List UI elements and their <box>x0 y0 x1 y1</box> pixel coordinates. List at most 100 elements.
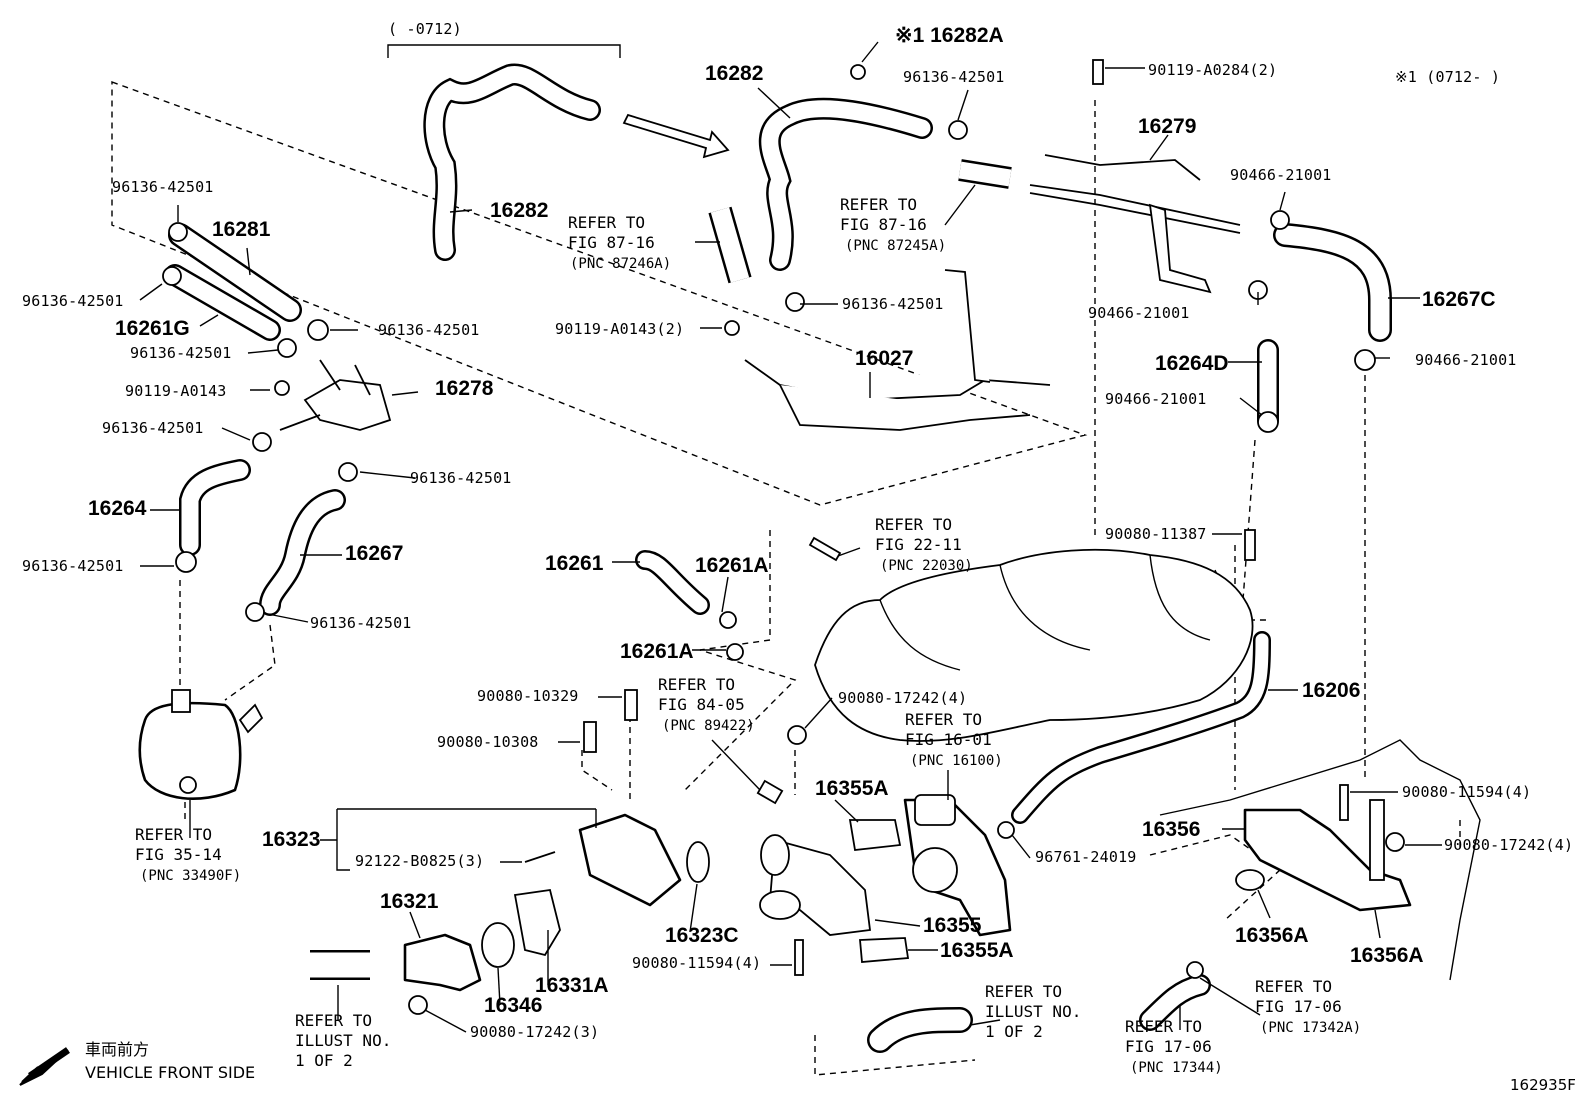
water-pump <box>903 794 1012 937</box>
ref-fig-17-06-b: REFER TO FIG 17-06 (PNC 17344) <box>1125 1017 1223 1076</box>
front-indicator: 車両前方 VEHICLE FRONT SIDE <box>19 1040 255 1086</box>
svg-text:FIG 17-06: FIG 17-06 <box>1255 997 1342 1016</box>
front-label-en: VEHICLE FRONT SIDE <box>85 1063 255 1082</box>
svg-text:FIG 84-05: FIG 84-05 <box>658 695 745 714</box>
front-label-jp: 車両前方 <box>85 1040 149 1059</box>
callout-16264D: 16264D <box>1155 352 1229 375</box>
callout-90466-21001-c: 90466-21001 <box>1105 390 1207 408</box>
callout-96136-42501-l4: 96136-42501 <box>130 344 232 362</box>
ref-fig-22-11: REFER TO FIG 22-11 (PNC 22030) <box>875 515 973 574</box>
svg-text:1 OF 2: 1 OF 2 <box>295 1051 353 1070</box>
callout-90080-10308: 90080-10308 <box>437 733 539 751</box>
hose-16281 <box>164 223 302 341</box>
svg-text:REFER TO: REFER TO <box>568 213 645 232</box>
callout-16279: 16279 <box>1138 115 1196 138</box>
callout-16355A-b: 16355A <box>940 939 1014 962</box>
svg-text:FIG 87-16: FIG 87-16 <box>568 233 655 252</box>
hose-fig87-stubs <box>708 159 1012 284</box>
callout-16261G: 16261G <box>115 317 190 340</box>
leader-lines <box>139 41 1442 1033</box>
callout-96136-42501-l6: 96136-42501 <box>410 469 512 487</box>
svg-text:(PNC 87245A): (PNC 87245A) <box>845 238 946 254</box>
intake-manifold <box>814 548 1254 742</box>
svg-text:REFER TO: REFER TO <box>875 515 952 534</box>
callout-96136-42501-l3: 96136-42501 <box>378 321 480 339</box>
pipe-16027 <box>744 269 1051 431</box>
callout-16356A-b: 16356A <box>1350 944 1424 967</box>
callout-90080-11387: 90080-11387 <box>1105 525 1207 543</box>
hose-16267 <box>259 489 346 616</box>
date-range-label: ( -0712) <box>388 20 462 38</box>
svg-text:FIG 17-06: FIG 17-06 <box>1125 1037 1212 1056</box>
engine-block-outline <box>1159 739 1481 981</box>
svg-text:(PNC 87246A): (PNC 87246A) <box>570 256 671 272</box>
callout-90080-17242-b: 90080-17242(3) <box>470 1023 599 1041</box>
callout-16281: 16281 <box>212 218 271 241</box>
callout-16323C: 16323C <box>665 924 739 947</box>
callout-96136-42501-top: 96136-42501 <box>903 68 1005 86</box>
callout-90466-21001-d: 90466-21001 <box>1415 351 1517 369</box>
callout-16264: 16264 <box>88 497 147 520</box>
diagram-id: 162935F <box>1510 1076 1576 1094</box>
callout-16356A-a: 16356A <box>1235 924 1309 947</box>
svg-text:(PNC 33490F): (PNC 33490F) <box>140 868 241 884</box>
hose-16282-new <box>758 97 933 271</box>
water-inlet-16321 <box>403 888 561 992</box>
reference-notes: REFER TO FIG 87-16 (PNC 87246A) REFER TO… <box>135 195 1361 1076</box>
hose-16264 <box>179 459 251 556</box>
callout-90119-A0143-a: 90119-A0143 <box>125 382 227 400</box>
callout-96136-42501-l5: 96136-42501 <box>102 419 204 437</box>
date-range-note: ※1 (0712- ) <box>1395 68 1500 86</box>
callout-16321: 16321 <box>380 890 439 913</box>
svg-text:REFER TO: REFER TO <box>1125 1017 1202 1036</box>
svg-text:FIG 22-11: FIG 22-11 <box>875 535 962 554</box>
part-labels: ※1 16282A 16282 16282 96136-42501 90119-… <box>22 24 1573 1041</box>
callout-16206: 16206 <box>1302 679 1360 702</box>
ref-fig-35-14: REFER TO FIG 35-14 (PNC 33490F) <box>135 825 241 884</box>
thermostat-housing <box>578 813 872 936</box>
callout-96136-42501-mid: 96136-42501 <box>842 295 944 313</box>
ref-fig-17-06-a: REFER TO FIG 17-06 (PNC 17342A) <box>1255 977 1361 1036</box>
pipe-16278 <box>279 359 392 431</box>
svg-text:(PNC 89422): (PNC 89422) <box>662 718 755 734</box>
callout-16261A-b: 16261A <box>620 640 694 663</box>
callout-16267: 16267 <box>345 542 403 565</box>
callout-16278: 16278 <box>435 377 494 400</box>
callout-96136-42501-l1: 96136-42501 <box>112 178 214 196</box>
callout-16267C: 16267C <box>1422 288 1496 311</box>
svg-text:REFER TO: REFER TO <box>295 1011 372 1030</box>
ref-illust-b: REFER TO ILLUST NO. 1 OF 2 <box>985 982 1081 1041</box>
callout-90080-17242-c: 90080-17242(4) <box>1444 836 1573 854</box>
callout-16346: 16346 <box>484 994 542 1017</box>
oil-cooler <box>138 689 264 800</box>
pipe-16279 <box>1029 154 1241 294</box>
hose-fig-illust <box>310 950 1211 1053</box>
callout-96761-24019: 96761-24019 <box>1035 848 1137 866</box>
pipe-16356 <box>1235 799 1412 912</box>
svg-text:REFER TO: REFER TO <box>985 982 1062 1001</box>
callout-16323: 16323 <box>262 828 320 851</box>
callout-90080-11594-a: 90080-11594(4) <box>632 954 761 972</box>
callout-90119-A0143-b: 90119-A0143(2) <box>555 320 684 338</box>
hose-16282-old <box>423 63 601 261</box>
callout-90466-21001-a: 90466-21001 <box>1230 166 1332 184</box>
callout-90080-11594-b: 90080-11594(4) <box>1402 783 1531 801</box>
ref-fig-84-05: REFER TO FIG 84-05 (PNC 89422) <box>658 675 755 734</box>
svg-text:FIG 87-16: FIG 87-16 <box>840 215 927 234</box>
callout-16331A: 16331A <box>535 974 609 997</box>
ref-illust-a: REFER TO ILLUST NO. 1 OF 2 <box>295 1011 391 1070</box>
svg-text:REFER TO: REFER TO <box>1255 977 1332 996</box>
callout-16282A: ※1 16282A <box>895 24 1004 47</box>
callout-90119-A0284: 90119-A0284(2) <box>1148 61 1277 79</box>
ref-fig-87-16-b: REFER TO FIG 87-16 (PNC 87245A) <box>840 195 946 254</box>
svg-text:REFER TO: REFER TO <box>840 195 917 214</box>
svg-text:(PNC 22030): (PNC 22030) <box>880 558 973 574</box>
ref-fig-87-16-a: REFER TO FIG 87-16 (PNC 87246A) <box>568 213 671 272</box>
callout-90466-21001-b: 90466-21001 <box>1088 304 1190 322</box>
callout-90080-10329: 90080-10329 <box>477 687 579 705</box>
svg-text:REFER TO: REFER TO <box>135 825 212 844</box>
callout-16027: 16027 <box>855 347 913 370</box>
hose-16267c <box>1273 223 1392 342</box>
